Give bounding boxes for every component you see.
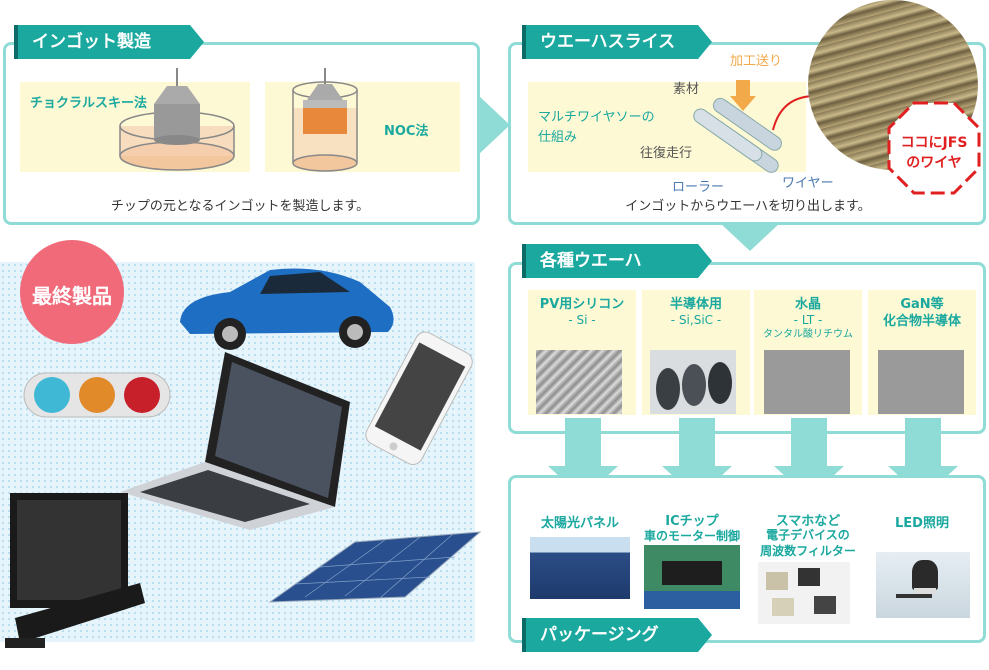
final-products-badge <box>20 240 124 344</box>
arrow-right-icon <box>478 95 510 155</box>
application-solar-label: 太陽光パネル <box>540 516 619 531</box>
ic-chip-photo <box>644 545 740 609</box>
ingot-caption: チップの元となるインゴットを製造します。 <box>110 199 370 214</box>
filter-device-photo <box>758 562 850 624</box>
wafer-slice-title: ウエーハスライス <box>522 25 712 59</box>
wafer-name: GaN等 <box>900 297 944 312</box>
feed-label: 加工送り <box>730 54 783 69</box>
monitor-illustration <box>5 493 145 648</box>
crystal-wafer-photo <box>764 350 850 414</box>
wafers-title: 各種ウエーハ <box>522 244 712 278</box>
wafer-name: 半導体用 <box>669 297 722 312</box>
noc-crucible-illustration <box>292 68 358 172</box>
wafer-name: 水晶 <box>794 297 821 312</box>
led-light-photo <box>876 552 970 618</box>
callout-octagon <box>887 101 981 195</box>
arrow-down-icon <box>774 418 844 498</box>
application-ic-sub: 車のモーター制御 <box>643 529 740 543</box>
ingot-title: インゴット製造 <box>14 25 204 59</box>
traffic-light-illustration <box>23 372 171 418</box>
final-products-badge-text: 最終製品 <box>32 284 112 308</box>
wafer-name: PV用シリコン <box>539 297 625 312</box>
car-illustration <box>180 268 394 350</box>
wafer-sub: - Si - <box>568 313 596 327</box>
multiwire-label-1: マルチワイヤソーの <box>538 110 655 125</box>
wafer-slice-caption: インゴットからウエーハを切り出します。 <box>625 199 871 214</box>
application-ic-label: ICチップ <box>665 514 719 529</box>
wafer-sub: - LT - <box>793 313 823 327</box>
application-filter-sub2: 周波数フィルター <box>760 544 856 558</box>
application-filter-sub: 電子デバイスの <box>766 528 850 542</box>
pv-wafer-photo <box>536 350 622 414</box>
reciprocate-label: 往復走行 <box>640 146 693 161</box>
cz-label: チョクラルスキー法 <box>30 96 148 111</box>
packaging-title: パッケージング <box>522 618 712 652</box>
semiconductor-wafer-photo <box>650 350 736 414</box>
smartphone-illustration <box>365 331 473 465</box>
solar-panel-photo <box>530 537 630 599</box>
solar-panel-illustration <box>268 531 482 603</box>
roller-label: ローラー <box>672 180 725 195</box>
application-filter-label: スマホなど <box>775 514 841 529</box>
callout-text-2: のワイヤ <box>906 155 962 171</box>
laptop-illustration <box>120 352 350 530</box>
application-led-label: LED照明 <box>895 516 949 531</box>
callout-text-1: ココにJFS <box>900 135 968 151</box>
wafer-sub2: タンタル酸リチウム <box>763 329 853 340</box>
multiwire-label-2: 仕組み <box>538 130 578 145</box>
material-label: 素材 <box>673 82 700 97</box>
noc-label: NOC法 <box>384 124 429 139</box>
gan-wafer-photo <box>878 350 964 414</box>
wafer-sub: 化合物半導体 <box>882 314 961 329</box>
multiwire-saw-illustration <box>693 80 782 173</box>
wafer-sub: - Si,SiC - <box>670 313 722 327</box>
cz-crucible-illustration <box>119 68 235 171</box>
wire-label: ワイヤー <box>782 176 834 191</box>
arrow-down-icon <box>720 223 780 251</box>
